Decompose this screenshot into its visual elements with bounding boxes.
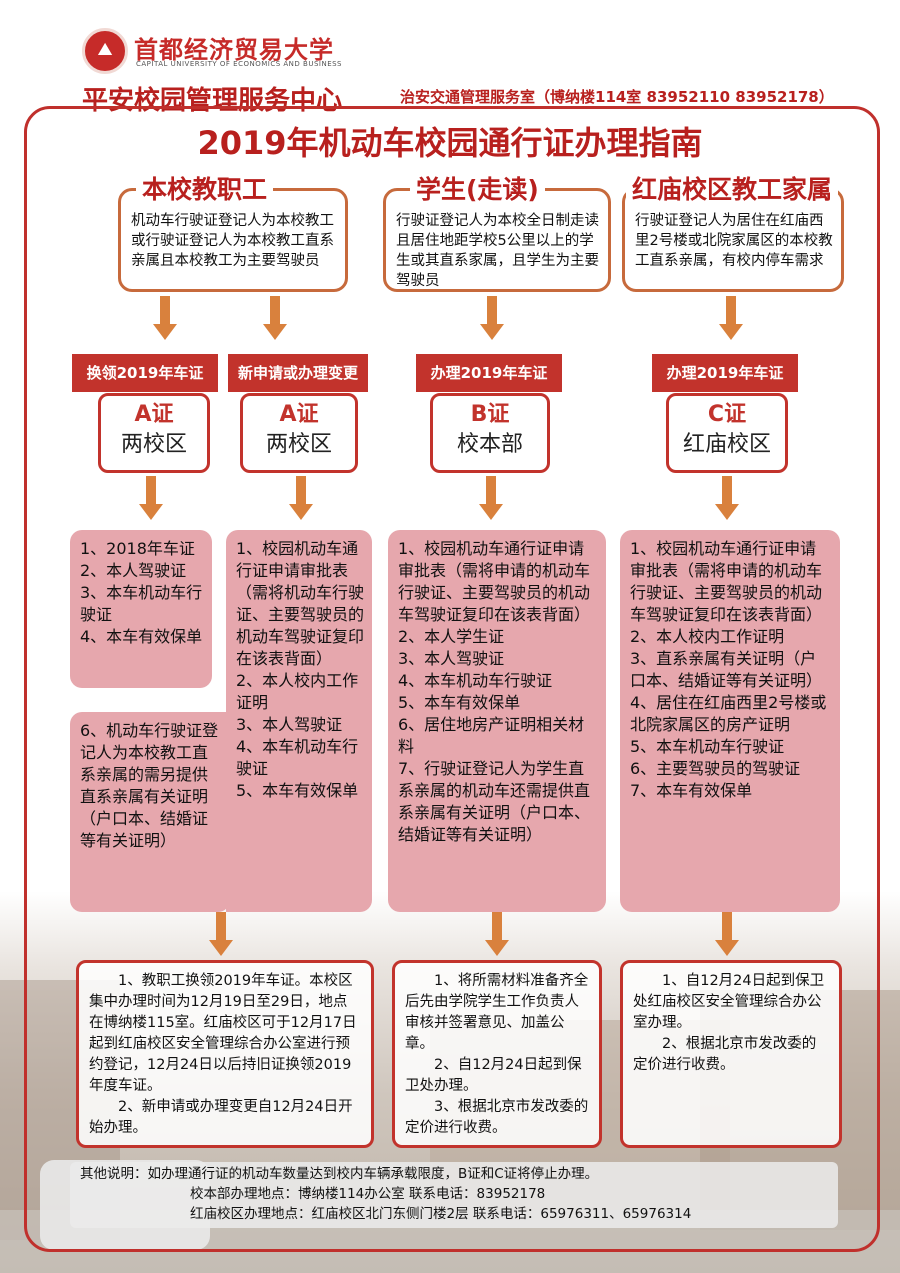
materials-list-renew-extra: 6、机动车行驶证登记人为本校教工直系亲属的需另提供直系亲属有关证明（户口本、结婚… [70,712,230,912]
center-name: 平安校园管理服务中心 [82,86,343,116]
note-item: 3、根据北京市发改委的定价进行收费。 [405,1099,589,1136]
cert-type: A证 [134,402,174,427]
category-desc-staff: 机动车行驶证登记人为本校教工或行驶证登记人为本校教工直系亲属且本校教工为主要驾驶… [131,213,334,269]
note-item: 1、教职工换领2019年车证。本校区集中办理时间为12月19日至29日，地点在博… [89,973,357,1094]
other-notes: 其他说明：如办理通行证的机动车数量达到校内车辆承载限度，B证和C证将停止办理。 … [70,1162,838,1228]
list-item: 4、本车机动车行驶证 [236,737,359,778]
list-item: 5、本车机动车行驶证 [630,737,785,756]
list-item: 5、本车有效保单 [398,693,521,712]
list-item: 5、本车有效保单 [236,781,359,800]
note-box-staff: 1、教职工换领2019年车证。本校区集中办理时间为12月19日至29日，地点在博… [76,960,374,1148]
cert-type: B证 [470,402,510,427]
cert-area: 红庙校区 [682,432,771,457]
list-item: 1、校园机动车通行证申请审批表（需将申请的机动车行驶证、主要驾驶员的机动车驾驶证… [630,539,823,624]
list-item: 7、本车有效保单 [630,781,753,800]
cert-area: 校本部 [456,432,523,457]
arrow-down-icon [289,504,313,520]
list-item: 3、本人驾驶证 [398,649,505,668]
cert-box-new: A证 两校区 [240,393,358,473]
hongmiao-campus-location: 红庙校区办理地点：红庙校区北门东侧门楼2层 联系电话：65976311、6597… [190,1206,692,1222]
materials-list-new: 1、校园机动车通行证申请审批表（需将机动车行驶证、主要驾驶员的机动车驾驶证复印在… [226,530,372,912]
arrow-down-icon [479,504,503,520]
action-label-family: 办理2019年车证 [652,354,798,392]
list-item: 6、机动车行驶证登记人为本校教工直系亲属的需另提供直系亲属有关证明（户口本、结婚… [80,721,219,850]
list-item: 4、本车有效保单 [80,627,203,646]
arrow-stem [160,296,170,326]
materials-list-family: 1、校园机动车通行证申请审批表（需将申请的机动车行驶证、主要驾驶员的机动车驾驶证… [620,530,840,912]
category-title-family: 红庙校区教工家属 [626,170,839,206]
cert-box-student: B证 校本部 [430,393,550,473]
cert-box-renew: A证 两校区 [98,393,210,473]
arrow-down-icon [139,504,163,520]
action-label-renew: 换领2019年车证 [72,354,218,392]
list-item: 6、主要驾驶员的驾驶证 [630,759,801,778]
list-item: 6、居住地房产证明相关材料 [398,715,585,756]
university-name: 首都经济贸易大学 [134,35,334,64]
university-logo-icon [82,28,128,74]
action-label-new: 新申请或办理变更 [228,354,368,392]
page-title: 2019年机动车校园通行证办理指南 [197,124,703,162]
list-item: 1、2018年车证 [80,539,195,558]
logo-mark-icon: ⛰ [97,39,113,60]
list-item: 2、本人学生证 [398,627,505,646]
arrow-down-icon [209,940,233,956]
arrow-down-icon [715,504,739,520]
materials-list-student: 1、校园机动车通行证申请审批表（需将申请的机动车行驶证、主要驾驶员的机动车驾驶证… [388,530,606,912]
main-campus-location: 校本部办理地点：博纳楼114办公室 联系电话：83952178 [190,1186,546,1202]
materials-list-renew: 1、2018年车证 2、本人驾驶证 3、本车机动车行驶证 4、本车有效保单 [70,530,212,688]
list-item: 3、本车机动车行驶证 [80,583,203,624]
note-item: 1、将所需材料准备齐全后先由学院学生工作负责人审核并签署意见、加盖公章。 [405,973,589,1052]
main-frame [24,106,880,1252]
arrow-stem [722,912,732,942]
arrow-down-icon [480,324,504,340]
note-box-student: 1、将所需材料准备齐全后先由学院学生工作负责人审核并签署意见、加盖公章。 2、自… [392,960,602,1148]
cert-area: 两校区 [265,432,332,457]
arrow-down-icon [263,324,287,340]
arrow-stem [216,912,226,942]
office-info: 治安交通管理服务室（博纳楼114室 83952110 83952178） [400,88,834,106]
list-item: 3、直系亲属有关证明（户口本、结婚证等有关证明） [630,649,823,690]
note-item: 2、自12月24日起到保卫处办理。 [405,1057,582,1094]
university-english-name: CAPITAL UNIVERSITY OF ECONOMICS AND BUSI… [136,60,342,68]
arrow-down-icon [485,940,509,956]
list-item: 3、本人驾驶证 [236,715,343,734]
list-item: 4、本车机动车行驶证 [398,671,553,690]
action-label-student: 办理2019年车证 [416,354,562,392]
arrow-stem [487,296,497,326]
cert-box-family: C证 红庙校区 [666,393,788,473]
note-item: 1、自12月24日起到保卫处红庙校区安全管理综合办公室办理。 [633,973,825,1031]
other-note-line: 其他说明：如办理通行证的机动车数量达到校内车辆承载限度，B证和C证将停止办理。 [80,1166,599,1182]
arrow-stem [722,476,732,506]
category-desc-family: 行驶证登记人为居住在红庙西里2号楼或北院家属区的本校教工直系亲属，有校内停车需求 [635,213,833,269]
list-item: 2、本人校内工作证明 [236,671,359,712]
arrow-stem [486,476,496,506]
arrow-stem [492,912,502,942]
category-title-staff: 本校教职工 [136,170,274,206]
note-item: 2、新申请或办理变更自12月24日开始办理。 [89,1099,353,1136]
list-item: 1、校园机动车通行证申请审批表（需将申请的机动车行驶证、主要驾驶员的机动车驾驶证… [398,539,591,624]
note-box-family: 1、自12月24日起到保卫处红庙校区安全管理综合办公室办理。 2、根据北京市发改… [620,960,842,1148]
arrow-stem [270,296,280,326]
arrow-down-icon [715,940,739,956]
arrow-stem [296,476,306,506]
arrow-stem [146,476,156,506]
list-item: 4、居住在红庙西里2号楼或北院家属区的房产证明 [630,693,827,734]
list-item: 2、本人驾驶证 [80,561,187,580]
list-item: 2、本人校内工作证明 [630,627,785,646]
cert-type: A证 [279,402,319,427]
list-item: 1、校园机动车通行证申请审批表（需将机动车行驶证、主要驾驶员的机动车驾驶证复印在… [236,539,365,668]
arrow-stem [726,296,736,326]
arrow-down-icon [153,324,177,340]
cert-area: 两校区 [120,432,187,457]
category-title-student: 学生(走读) [410,170,545,206]
note-item: 2、根据北京市发改委的定价进行收费。 [633,1036,817,1073]
arrow-down-icon [719,324,743,340]
list-item: 7、行驶证登记人为学生直系亲属的机动车还需提供直系亲属有关证明（户口本、结婚证等… [398,759,591,844]
cert-type: C证 [707,402,747,427]
category-desc-student: 行驶证登记人为本校全日制走读且居住地距学校5公里以上的学生或其直系家属，且学生为… [396,213,599,289]
